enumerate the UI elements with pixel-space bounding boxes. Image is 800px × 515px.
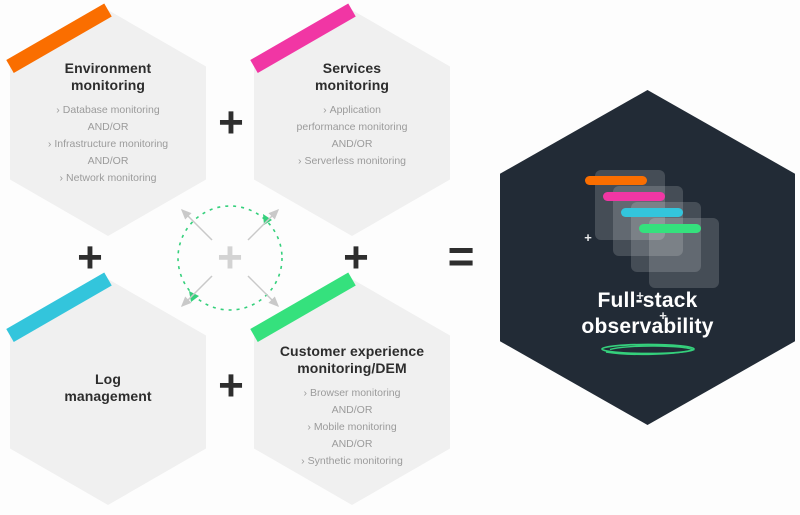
hexagon-body bbox=[254, 279, 450, 505]
list-item-text: Application bbox=[329, 104, 381, 116]
stacked-card bbox=[595, 170, 665, 240]
list-item: ›Network monitoring bbox=[26, 171, 190, 186]
outward-arrow-bottom-right-icon bbox=[247, 275, 280, 308]
card-accent-bar-orange bbox=[585, 176, 647, 185]
card-accent-bar-cyan bbox=[621, 208, 683, 217]
chevron-icon: › bbox=[56, 104, 60, 116]
hexagon-title: Log management bbox=[64, 371, 152, 404]
list-separator: AND/OR bbox=[270, 137, 434, 152]
outward-arrow-top-left-icon bbox=[180, 208, 213, 241]
mini-plus-icon: + bbox=[584, 230, 592, 245]
plus-operator-right: + bbox=[343, 233, 369, 282]
chevron-icon: › bbox=[297, 155, 302, 167]
result-title: Full-stack observability bbox=[581, 289, 714, 338]
list-item: ›Browser monitoring bbox=[270, 386, 434, 401]
scribble-stroke bbox=[605, 345, 695, 356]
list-separator: AND/OR bbox=[26, 120, 190, 135]
accent-stripe-orange bbox=[6, 3, 112, 73]
list-separator: AND/OR bbox=[270, 403, 434, 418]
mini-plus-icon: + bbox=[636, 288, 644, 303]
hexagon-body bbox=[10, 10, 206, 236]
stacked-card bbox=[649, 218, 719, 288]
plus-operator-top: + bbox=[218, 98, 244, 147]
chevron-icon: › bbox=[303, 387, 308, 399]
center-plus-icon: + bbox=[217, 233, 243, 282]
plus-operator-left: + bbox=[77, 233, 103, 282]
integration-cycle: + bbox=[177, 205, 283, 311]
hexagon-content: Environment monitoring ›Database monitor… bbox=[26, 60, 190, 186]
and-or-text: AND/OR bbox=[331, 438, 373, 450]
hexagon-list: ›Browser monitoring AND/OR ›Mobile monit… bbox=[270, 386, 434, 469]
list-item-text: performance monitoring bbox=[296, 121, 408, 133]
result-hexagon-body bbox=[500, 90, 795, 425]
accent-stripe-pink bbox=[250, 3, 356, 73]
hexagon-services-monitoring: Services monitoring ›Application perform… bbox=[250, 3, 450, 236]
list-item-text: Browser monitoring bbox=[310, 387, 401, 399]
list-item-text: Mobile monitoring bbox=[313, 421, 397, 433]
accent-stripe-cyan bbox=[6, 272, 112, 342]
hexagon-list: ›Application performance monitoring AND/… bbox=[270, 103, 434, 169]
chevron-icon: › bbox=[323, 104, 327, 116]
hexagon-shape bbox=[250, 3, 450, 236]
list-item: ›Database monitoring bbox=[26, 103, 190, 118]
hexagon-shape bbox=[250, 272, 450, 505]
and-or-text: AND/OR bbox=[331, 138, 373, 150]
chevron-icon: › bbox=[47, 138, 52, 150]
hexagon-shape bbox=[6, 272, 206, 505]
chevron-icon: › bbox=[307, 421, 311, 433]
hexagon-title: Services monitoring bbox=[314, 60, 390, 93]
hexagon-content: Log management bbox=[26, 371, 190, 405]
hexagon-body bbox=[254, 10, 450, 236]
hexagon-shape bbox=[6, 3, 206, 236]
and-or-text: AND/OR bbox=[87, 121, 129, 133]
list-item: ›Synthetic monitoring bbox=[270, 454, 434, 469]
and-or-text: AND/OR bbox=[87, 155, 129, 167]
list-item-text: Database monitoring bbox=[62, 104, 160, 116]
list-item: ›Mobile monitoring bbox=[270, 420, 434, 435]
stacked-card bbox=[613, 186, 683, 256]
list-item-continuation: performance monitoring bbox=[270, 120, 434, 135]
card-accent-bar-green bbox=[639, 224, 701, 233]
list-item: ›Infrastructure monitoring bbox=[26, 137, 190, 152]
list-item: ›Application bbox=[270, 103, 434, 118]
list-item: ›Serverless monitoring bbox=[270, 154, 434, 169]
outward-arrow-top-right-icon bbox=[247, 208, 280, 241]
hexagon-title: Customer experience monitoring/DEM bbox=[279, 343, 425, 376]
hexagon-list: ›Database monitoring AND/OR ›Infrastruct… bbox=[26, 103, 190, 186]
list-item-text: Serverless monitoring bbox=[304, 155, 407, 167]
accent-stripe-green bbox=[250, 272, 356, 342]
equals-operator: = bbox=[447, 230, 475, 282]
hexagon-content: Customer experience monitoring/DEM ›Brow… bbox=[270, 343, 434, 469]
hexagon-title: Environment monitoring bbox=[64, 60, 152, 93]
cycle-dashed-circle-icon bbox=[177, 205, 283, 311]
plus-operator-bottom: + bbox=[218, 361, 244, 410]
list-separator: AND/OR bbox=[26, 154, 190, 169]
list-item-text: Synthetic monitoring bbox=[307, 455, 403, 467]
hexagon-log-management: Log management bbox=[6, 272, 206, 505]
result-hexagon-shape: + + + bbox=[500, 90, 795, 425]
result-hexagon: + + + Full-stack observability bbox=[500, 90, 795, 425]
card-accent-bar-pink bbox=[603, 192, 665, 201]
hexagon-environment-monitoring: Environment monitoring ›Database monitor… bbox=[6, 3, 206, 236]
hexagon-body bbox=[10, 279, 206, 505]
chevron-icon: › bbox=[59, 172, 64, 184]
chevron-icon: › bbox=[301, 455, 305, 467]
list-item-text: Infrastructure monitoring bbox=[54, 138, 169, 150]
mini-plus-icon: + bbox=[659, 308, 667, 323]
scribble-loop bbox=[600, 343, 695, 355]
outward-arrow-bottom-left-icon bbox=[180, 275, 213, 308]
stacked-card bbox=[631, 202, 701, 272]
list-separator: AND/OR bbox=[270, 437, 434, 452]
hexagon-customer-experience: Customer experience monitoring/DEM ›Brow… bbox=[250, 272, 450, 505]
stacked-cards-illustration: + + + bbox=[584, 170, 719, 323]
list-item-text: Network monitoring bbox=[66, 172, 157, 184]
hexagon-content: Services monitoring ›Application perform… bbox=[270, 60, 434, 169]
and-or-text: AND/OR bbox=[331, 404, 373, 416]
scribble-underline-icon bbox=[600, 343, 695, 356]
